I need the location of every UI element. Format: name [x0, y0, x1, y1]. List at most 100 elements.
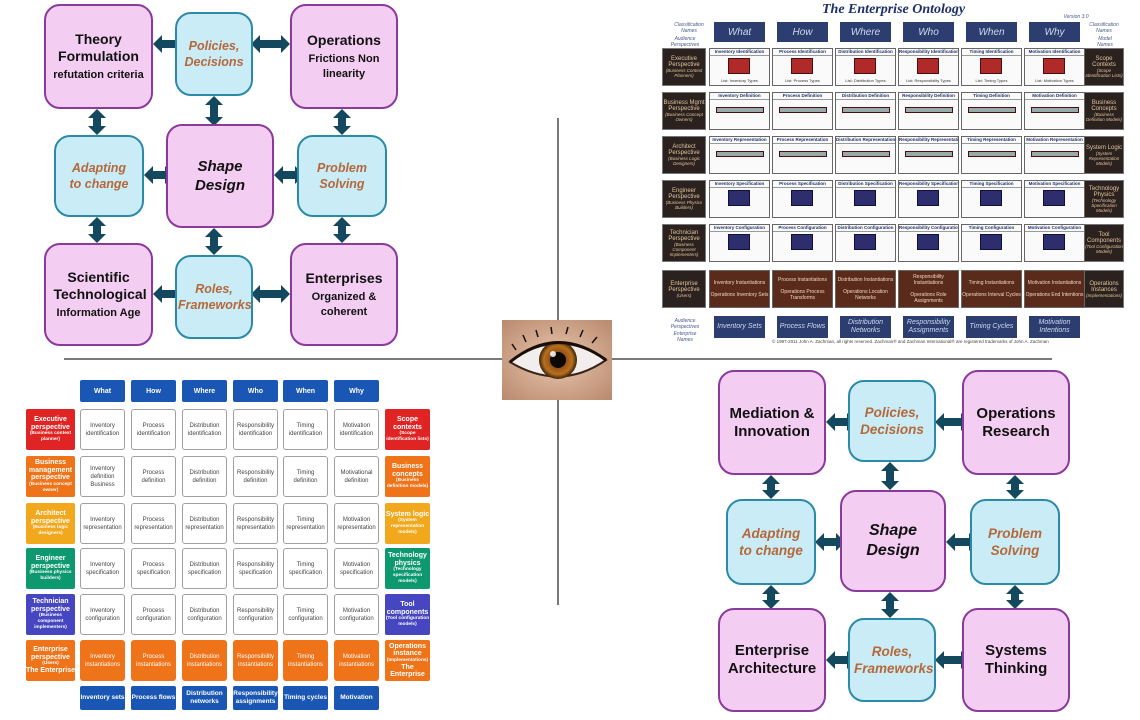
ontology-cell: Timing Specification: [961, 180, 1022, 218]
ontology-cell-header: Motivation Representation: [1025, 137, 1084, 144]
ontology-row-right-5: Operations Instances(Implementations): [1084, 270, 1124, 308]
ontology-cell-pic: [728, 190, 750, 206]
ontology-cell: Responsibility Representation: [898, 136, 959, 174]
ontology-row-right-name: System Logic: [1085, 144, 1122, 151]
ontology-cell: Inventory Specification: [709, 180, 770, 218]
ontology-cell-header: Inventory Identification: [710, 49, 769, 56]
operations-node: Operations Frictions Non linearity: [290, 4, 398, 109]
connector-arrows-tl: [88, 35, 351, 303]
ontology-row-right-3: Technology Physics(Technology Specificat…: [1084, 180, 1124, 218]
vertical-separator-bottom: [557, 400, 559, 605]
zachman-cell: Timing instantiations: [283, 640, 328, 681]
ontology-model-names: Model Names: [1097, 36, 1113, 48]
zachman-left-name: Architect perspective: [31, 510, 70, 525]
ontology-class-left: Classification Names: [674, 22, 704, 34]
zachman-cell: Responsibility instantiations: [233, 640, 278, 681]
ontology-instantiation-sub: Operations Location Networks: [843, 289, 888, 301]
ontology-class-right: Classification Names: [1089, 22, 1119, 34]
enterprises-title: Enterprises: [305, 269, 383, 286]
ontology-cell-pic: [791, 58, 813, 74]
zachman-cell: Responsibility identification: [233, 409, 278, 450]
ontology-col-3: Who: [903, 22, 954, 42]
ontology-cell-pic: [980, 234, 1002, 250]
ontology-cell: Motivation Definition: [1024, 92, 1085, 130]
zachman-left-name: Enterprise perspective: [31, 646, 70, 661]
ontology-cell-pic: [905, 107, 953, 113]
ontology-row-right-1: Business Concepts(Business Definition Mo…: [1084, 92, 1124, 130]
ontology-cell-header: Responsibility Definition: [899, 93, 958, 100]
ontology-instantiation-sub: Operations Interval Cycles: [962, 292, 1021, 298]
ontology-cell-footer: List: Distribution Types: [845, 78, 886, 83]
ontology-cell-pic: [968, 151, 1016, 157]
zachman-cell: Process specification: [131, 548, 176, 589]
ontology-footer-5: Motivation Intentions: [1029, 316, 1080, 338]
shape-design-node-br: Shape Design: [840, 490, 946, 592]
zachman-row-right-2: System logic(System representation model…: [385, 503, 430, 544]
zachman-row-right-3: Technology physics(Technology specificat…: [385, 548, 430, 589]
zachman-col-2: Where: [182, 380, 227, 402]
zachman-cell: Distribution configuration: [182, 594, 227, 635]
zachman-left-name: Engineer perspective: [31, 555, 70, 570]
ontology-cell-header: Inventory Definition: [710, 93, 769, 100]
ontology-footer-2: Distribution Networks: [840, 316, 891, 338]
ontology-row-right-0: Scope Contexts(Scope Identification List…: [1084, 48, 1124, 86]
ontology-row-left-name: Engineer Perspective: [668, 188, 700, 200]
ontology-instantiation-name: Distribution Instantiations: [837, 277, 894, 283]
zachman-col-5: Why: [334, 380, 379, 402]
ontology-cell-pic: [980, 58, 1002, 74]
scientific-node: Scientific Technological Information Age: [44, 243, 153, 346]
adapting-node: Adapting to change: [54, 135, 144, 217]
ontology-cell-header: Distribution Configuration: [836, 225, 895, 232]
zachman-row-right-0: Scope contexts(Scope identification list…: [385, 409, 430, 450]
zachman-row-left-0: Executive perspective(Business context p…: [26, 409, 75, 450]
ontology-copyright: © 1987-2011 John A. Zachman, all rights …: [772, 339, 1049, 344]
ontology-cell: Process Configuration: [772, 224, 833, 262]
zachman-cell: Motivation instantiations: [334, 640, 379, 681]
operations-sub: Frictions Non linearity: [308, 52, 380, 80]
shape-design-label-br: Shape Design: [866, 522, 920, 559]
ontology-row-left-sub: (Business Concept Owners): [665, 112, 703, 122]
ontology-row-right-sub: (Implementations): [1085, 292, 1122, 298]
zachman-cell: Inventory identification: [80, 409, 125, 450]
ontology-cell: Responsibility Definition: [898, 92, 959, 130]
ontology-cell-header: Motivation Configuration: [1025, 225, 1084, 232]
zachman-col-4: When: [283, 380, 328, 402]
ontology-cell: Timing Configuration: [961, 224, 1022, 262]
zachman-right-name: Operations instance: [389, 642, 426, 658]
zachman-cell: Responsibility configuration: [233, 594, 278, 635]
ontology-cell-header: Distribution Identification: [836, 49, 895, 56]
ontology-cell-pic: [842, 107, 890, 113]
ontology-cell-header: Timing Identification: [962, 49, 1021, 56]
zachman-cell: Distribution instantiations: [182, 640, 227, 681]
theory-formulation-node: Theory Formulation refutation criteria: [44, 4, 153, 109]
ontology-cell: Responsibility Configuration: [898, 224, 959, 262]
zachman-left-name: Executive perspective: [31, 416, 70, 431]
ontology-row-left-name: Enterprise Perspective: [668, 280, 700, 293]
policies-label-br: Policies, Decisions: [860, 405, 924, 437]
zachman-cell: Motivation representation: [334, 503, 379, 544]
ontology-cell-header: Distribution Representation: [836, 137, 895, 144]
ontology-cell-pic: [716, 151, 764, 157]
zachman-row-left-3: Engineer perspective(Business physics bu…: [26, 548, 75, 589]
zachman-cell: Distribution representation: [182, 503, 227, 544]
zachman-footer-0: Inventory sets: [80, 686, 125, 710]
roles-node-br: Roles, Frameworks: [848, 618, 936, 702]
zachman-cell: Process identification: [131, 409, 176, 450]
ontology-cell-pic: [791, 190, 813, 206]
ontology-cell-footer: List: Motivation Types: [1035, 78, 1074, 83]
zachman-footer-3: Responsibility assignments: [233, 686, 278, 710]
ontology-row-left-sub: (Users): [676, 292, 692, 298]
zachman-cell: Inventory representation: [80, 503, 125, 544]
zachman-cell: Timing representation: [283, 503, 328, 544]
ontology-cell: Process Definition: [772, 92, 833, 130]
ontology-cell-header: Motivation Identification: [1025, 49, 1084, 56]
ontology-cell: Responsibility Specification: [898, 180, 959, 218]
zachman-cell: Motivation specification: [334, 548, 379, 589]
ontology-cell: Motivation Specification: [1024, 180, 1085, 218]
ontology-cell: Inventory Representation: [709, 136, 770, 174]
ontology-row-left-5: Enterprise Perspective(Users): [662, 270, 706, 308]
policies-node-br: Policies, Decisions: [848, 380, 936, 462]
